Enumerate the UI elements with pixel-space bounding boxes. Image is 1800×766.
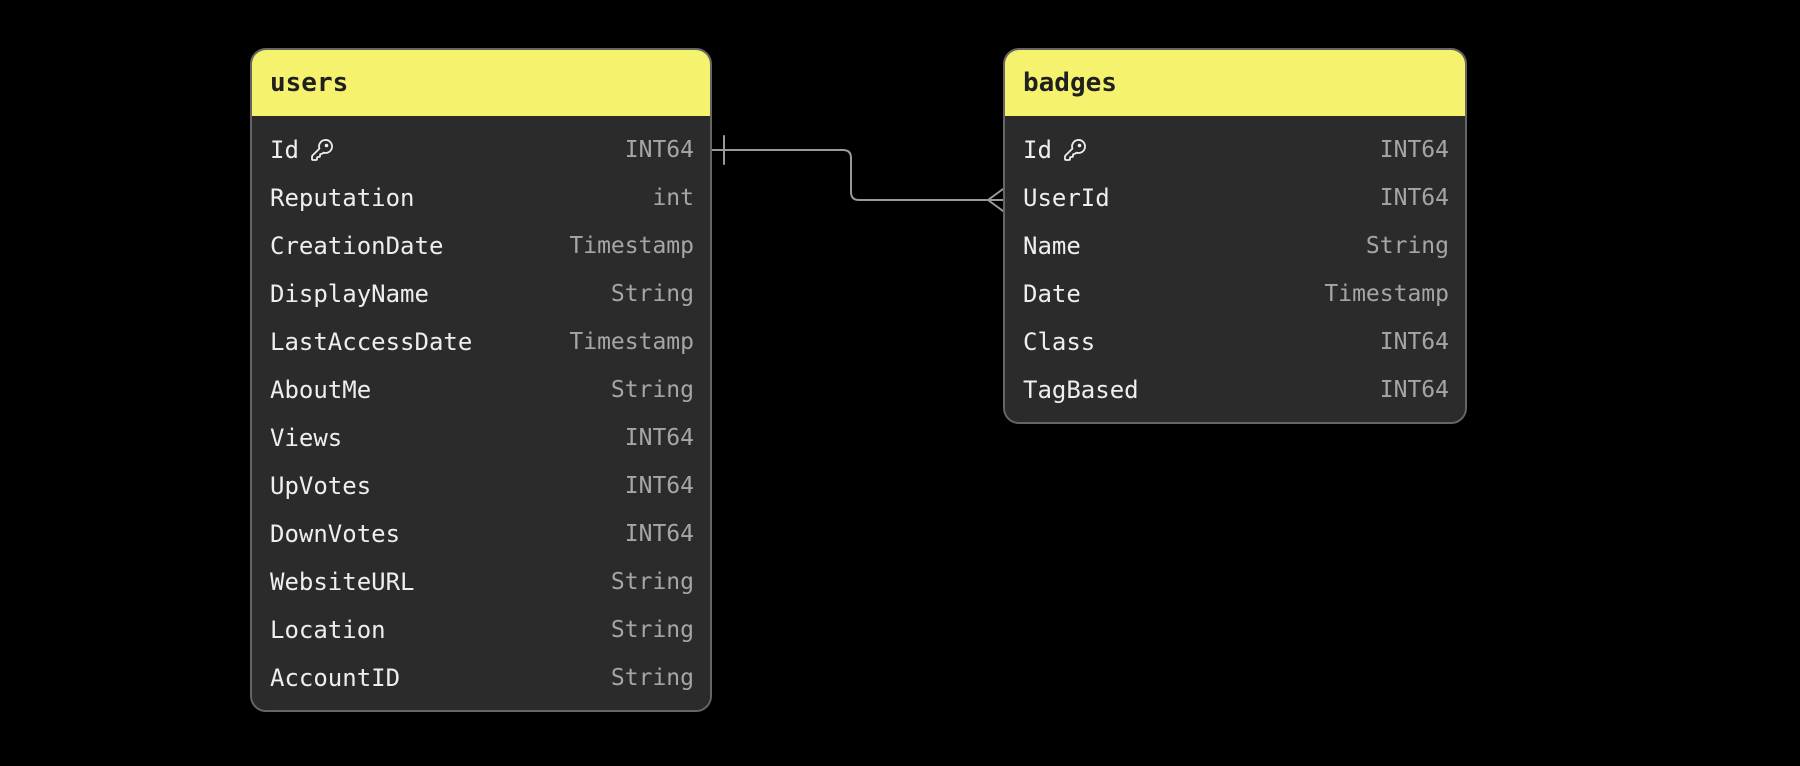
field-row[interactable]: DownVotes INT64 xyxy=(252,510,710,558)
field-row[interactable]: DisplayName String xyxy=(252,270,710,318)
field-name: DownVotes xyxy=(270,520,401,548)
field-type: String xyxy=(610,377,694,403)
field-type: INT64 xyxy=(1379,329,1449,355)
field-row[interactable]: TagBased INT64 xyxy=(1005,366,1465,414)
field-type: INT64 xyxy=(1379,185,1449,211)
field-name: DisplayName xyxy=(270,280,429,308)
field-name: Location xyxy=(270,616,386,644)
table-badges-title: badges xyxy=(1023,68,1117,98)
field-row[interactable]: WebsiteURL String xyxy=(252,558,710,606)
field-type: String xyxy=(610,617,694,643)
table-users-fields: Id INT64 Reputation int CreationDate Tim… xyxy=(252,116,710,710)
field-row[interactable]: UpVotes INT64 xyxy=(252,462,710,510)
table-badges[interactable]: badges Id INT64 UserId INT64 Name String… xyxy=(1003,48,1467,424)
field-row[interactable]: Id INT64 xyxy=(1005,126,1465,174)
field-type: int xyxy=(652,185,694,211)
field-name: AccountID xyxy=(270,664,401,692)
field-name: Reputation xyxy=(270,184,415,212)
field-name: UserId xyxy=(1023,184,1110,212)
field-row[interactable]: Location String xyxy=(252,606,710,654)
field-type: Timestamp xyxy=(1324,281,1449,307)
field-name: Date xyxy=(1023,280,1081,308)
field-type: INT64 xyxy=(624,521,694,547)
field-row[interactable]: Date Timestamp xyxy=(1005,270,1465,318)
table-badges-fields: Id INT64 UserId INT64 Name String Date T… xyxy=(1005,116,1465,422)
field-type: INT64 xyxy=(624,425,694,451)
field-type: Timestamp xyxy=(569,329,694,355)
field-type: INT64 xyxy=(624,473,694,499)
field-name: Id xyxy=(270,136,334,164)
table-badges-header[interactable]: badges xyxy=(1005,50,1465,116)
field-name: WebsiteURL xyxy=(270,568,415,596)
field-row[interactable]: AboutMe String xyxy=(252,366,710,414)
field-row[interactable]: CreationDate Timestamp xyxy=(252,222,710,270)
field-type: INT64 xyxy=(1379,377,1449,403)
table-users-title: users xyxy=(270,68,349,98)
field-row[interactable]: Views INT64 xyxy=(252,414,710,462)
field-name: AboutMe xyxy=(270,376,372,404)
field-row[interactable]: Name String xyxy=(1005,222,1465,270)
field-name: UpVotes xyxy=(270,472,372,500)
field-name: Name xyxy=(1023,232,1081,260)
field-type: String xyxy=(1365,233,1449,259)
field-name: Id xyxy=(1023,136,1087,164)
field-row[interactable]: Id INT64 xyxy=(252,126,710,174)
field-type: String xyxy=(610,281,694,307)
field-row[interactable]: Reputation int xyxy=(252,174,710,222)
field-name: LastAccessDate xyxy=(270,328,473,356)
field-name: TagBased xyxy=(1023,376,1139,404)
key-icon xyxy=(311,139,333,161)
field-type: INT64 xyxy=(624,137,694,163)
field-type: String xyxy=(610,665,694,691)
field-row[interactable]: AccountID String xyxy=(252,654,710,702)
field-row[interactable]: UserId INT64 xyxy=(1005,174,1465,222)
table-users-header[interactable]: users xyxy=(252,50,710,116)
field-name: Class xyxy=(1023,328,1096,356)
table-users[interactable]: users Id INT64 Reputation int CreationDa… xyxy=(250,48,712,712)
field-type: INT64 xyxy=(1379,137,1449,163)
relationship-line[interactable] xyxy=(711,149,989,201)
field-name: CreationDate xyxy=(270,232,444,260)
field-row[interactable]: LastAccessDate Timestamp xyxy=(252,318,710,366)
key-icon xyxy=(1064,139,1086,161)
field-type: String xyxy=(610,569,694,595)
field-row[interactable]: Class INT64 xyxy=(1005,318,1465,366)
field-name: Views xyxy=(270,424,343,452)
cardinality-many-marker xyxy=(987,188,1004,212)
field-type: Timestamp xyxy=(569,233,694,259)
